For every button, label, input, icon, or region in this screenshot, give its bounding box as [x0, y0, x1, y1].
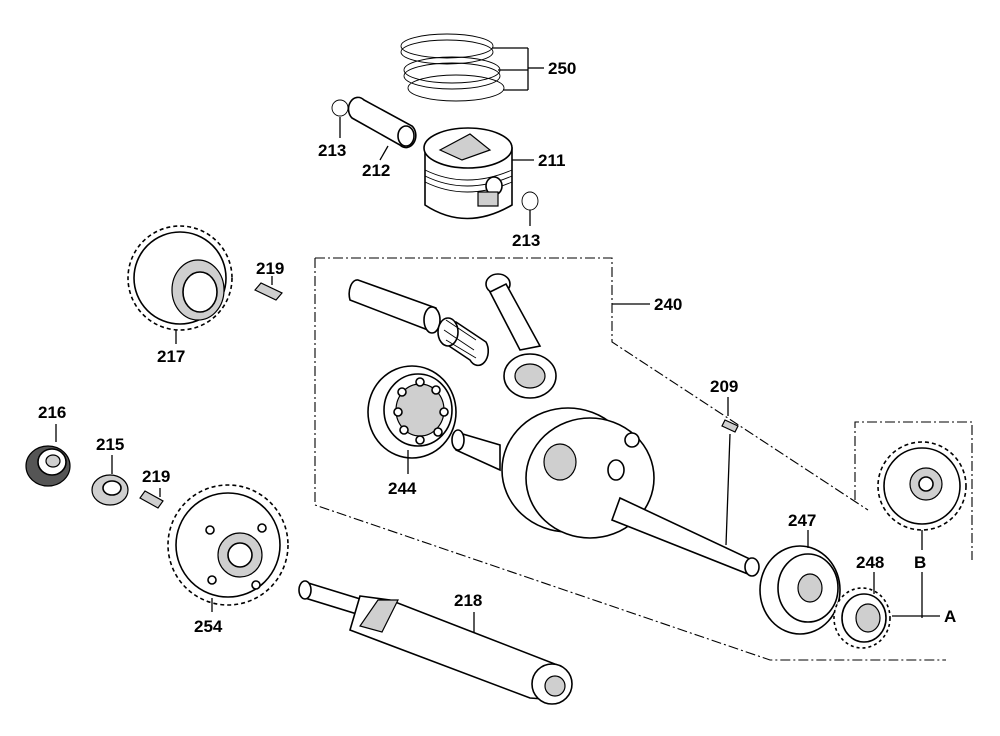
- label-209: 209: [710, 377, 738, 396]
- label-216: 216: [38, 403, 66, 422]
- connecting-rod: [485, 273, 557, 399]
- label-250: 250: [548, 59, 576, 78]
- label-215: 215: [96, 435, 124, 454]
- label-b: B: [914, 553, 926, 572]
- label-211: 211: [538, 151, 565, 170]
- label-218: 218: [454, 591, 482, 610]
- label-247: 247: [788, 511, 816, 530]
- label-a: A: [944, 607, 956, 626]
- label-213-right: 213: [512, 231, 540, 250]
- circlip-213-right: [521, 191, 539, 226]
- label-240: 240: [654, 295, 682, 314]
- balancer-shaft-218: [298, 580, 573, 705]
- label-219-bottom: 219: [142, 467, 170, 486]
- label-213-left: 213: [318, 141, 346, 160]
- bearing-244: [367, 365, 457, 474]
- label-212: 212: [362, 161, 390, 180]
- bearing-247: [759, 530, 841, 635]
- assembly-boundary-240: [314, 257, 973, 661]
- gear-254: [167, 484, 289, 612]
- piston-211: [423, 127, 534, 220]
- gear-217: [127, 225, 233, 344]
- key-219-bottom: [139, 488, 164, 509]
- crankshaft: [451, 407, 760, 577]
- washer-215: [91, 455, 129, 506]
- piston-pin-212: [347, 96, 417, 161]
- gear-b: [877, 441, 967, 550]
- label-254: 254: [194, 617, 223, 636]
- piston-rings-250: [400, 33, 544, 102]
- key-219-top: [254, 276, 283, 301]
- key-209: [721, 397, 739, 433]
- crank-pin: [348, 279, 441, 334]
- circlip-213-left: [331, 99, 349, 138]
- nut-216: [25, 424, 71, 487]
- label-217: 217: [157, 347, 185, 366]
- label-244: 244: [388, 479, 417, 498]
- label-219-top: 219: [256, 259, 284, 278]
- label-248: 248: [856, 553, 884, 572]
- ab-leaders: [892, 572, 940, 618]
- gear-248: [833, 572, 891, 649]
- needle-bearing: [437, 317, 490, 367]
- part-labels: 250 213 212 211 213 219 217 240 209 216 …: [38, 59, 956, 636]
